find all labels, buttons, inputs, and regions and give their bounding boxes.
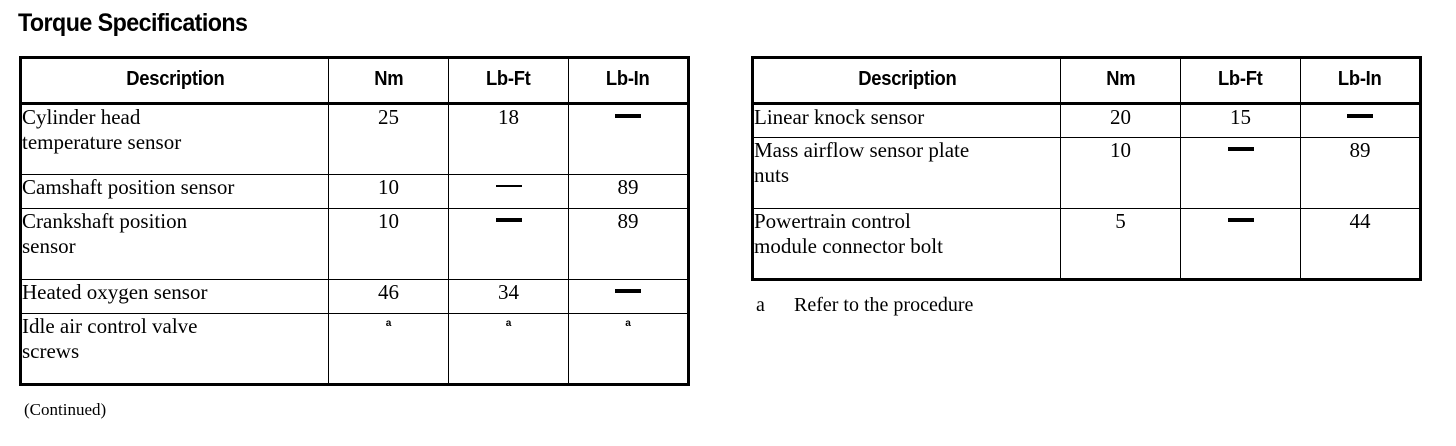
cell-nm: 25 <box>328 103 449 175</box>
footnote-marker: a <box>625 318 631 329</box>
cell-lb-in: 44 <box>1300 208 1421 280</box>
em-dash-icon <box>1347 114 1373 118</box>
footnote-marker: a <box>756 294 765 316</box>
em-dash-icon <box>495 218 522 222</box>
torque-table-right: Description Nm Lb-Ft Lb-In Linear knock … <box>751 56 1422 281</box>
em-dash-icon <box>615 114 641 118</box>
cell-lb-in: a <box>568 313 689 385</box>
column-header-description-label: Description <box>857 68 957 90</box>
cell-lb-ft: 15 <box>1180 103 1301 138</box>
cell-lb-ft: 18 <box>448 103 569 175</box>
column-header-nm-label: Nm <box>1105 68 1136 90</box>
cell-nm: 20 <box>1060 103 1181 138</box>
table-row: Idle air control valve screws a a a <box>20 313 689 385</box>
em-dash-icon <box>1227 147 1254 151</box>
cell-description: Crankshaft position sensor <box>20 208 329 280</box>
column-header-description: Description <box>20 57 329 105</box>
column-header-lb-in-label: Lb-In <box>606 68 650 90</box>
column-header-lb-in-label: Lb-In <box>1338 68 1382 90</box>
footnote-text: Refer to the procedure <box>794 294 974 316</box>
cell-lb-ft: a <box>448 313 569 385</box>
cell-nm: 5 <box>1060 208 1181 280</box>
cell-lb-ft <box>1180 208 1301 280</box>
em-dash-icon <box>615 289 641 293</box>
cell-lb-in: 89 <box>568 208 689 280</box>
cell-lb-in: 89 <box>1300 137 1421 209</box>
cell-nm: 10 <box>328 174 449 209</box>
table-header-row: Description Nm Lb-Ft Lb-In <box>752 57 1421 105</box>
column-header-nm-label: Nm <box>373 68 404 90</box>
cell-nm: 10 <box>328 208 449 280</box>
column-header-lb-ft-label: Lb-Ft <box>486 68 531 90</box>
column-header-lb-ft: Lb-Ft <box>448 57 569 105</box>
cell-nm: 10 <box>1060 137 1181 209</box>
cell-description: Camshaft position sensor <box>20 174 329 209</box>
cell-nm: 46 <box>328 279 449 314</box>
cell-description: Idle air control valve screws <box>20 313 329 385</box>
cell-lb-ft: 34 <box>448 279 569 314</box>
column-header-lb-ft: Lb-Ft <box>1180 57 1301 105</box>
cell-lb-ft <box>1180 137 1301 209</box>
cell-lb-ft <box>448 174 569 209</box>
footnote-marker: a <box>505 318 512 329</box>
cell-description: Linear knock sensor <box>752 103 1061 138</box>
cell-lb-in <box>568 279 689 314</box>
cell-description: Powertrain control module connector bolt <box>752 208 1061 280</box>
cell-lb-in <box>1300 103 1421 138</box>
cell-lb-in: 89 <box>568 174 689 209</box>
table-header-row: Description Nm Lb-Ft Lb-In <box>20 57 689 105</box>
em-dash-icon <box>1227 218 1254 222</box>
column-header-lb-in: Lb-In <box>1300 57 1421 105</box>
cell-lb-in <box>568 103 689 175</box>
continued-note: (Continued) <box>24 400 107 419</box>
column-header-lb-in: Lb-In <box>568 57 689 105</box>
cell-nm: a <box>328 313 449 385</box>
column-header-lb-ft-label: Lb-Ft <box>1218 68 1263 90</box>
footnote-marker: a <box>385 318 392 329</box>
column-header-description-label: Description <box>125 68 225 90</box>
cell-description: Heated oxygen sensor <box>20 279 329 314</box>
cell-description: Cylinder head temperature sensor <box>20 103 329 175</box>
column-header-description: Description <box>752 57 1061 105</box>
column-header-nm: Nm <box>1060 57 1181 105</box>
column-header-nm: Nm <box>328 57 449 105</box>
table-row: Powertrain control module connector bolt… <box>752 208 1421 280</box>
footnote: a Refer to the procedure <box>756 293 973 317</box>
em-dash-icon <box>495 185 522 187</box>
page-title: Torque Specifications <box>18 9 248 37</box>
cell-lb-ft <box>448 208 569 280</box>
torque-table-left: Description Nm Lb-Ft Lb-In Cylinder head… <box>19 56 690 386</box>
cell-description: Mass airflow sensor plate nuts <box>752 137 1061 209</box>
